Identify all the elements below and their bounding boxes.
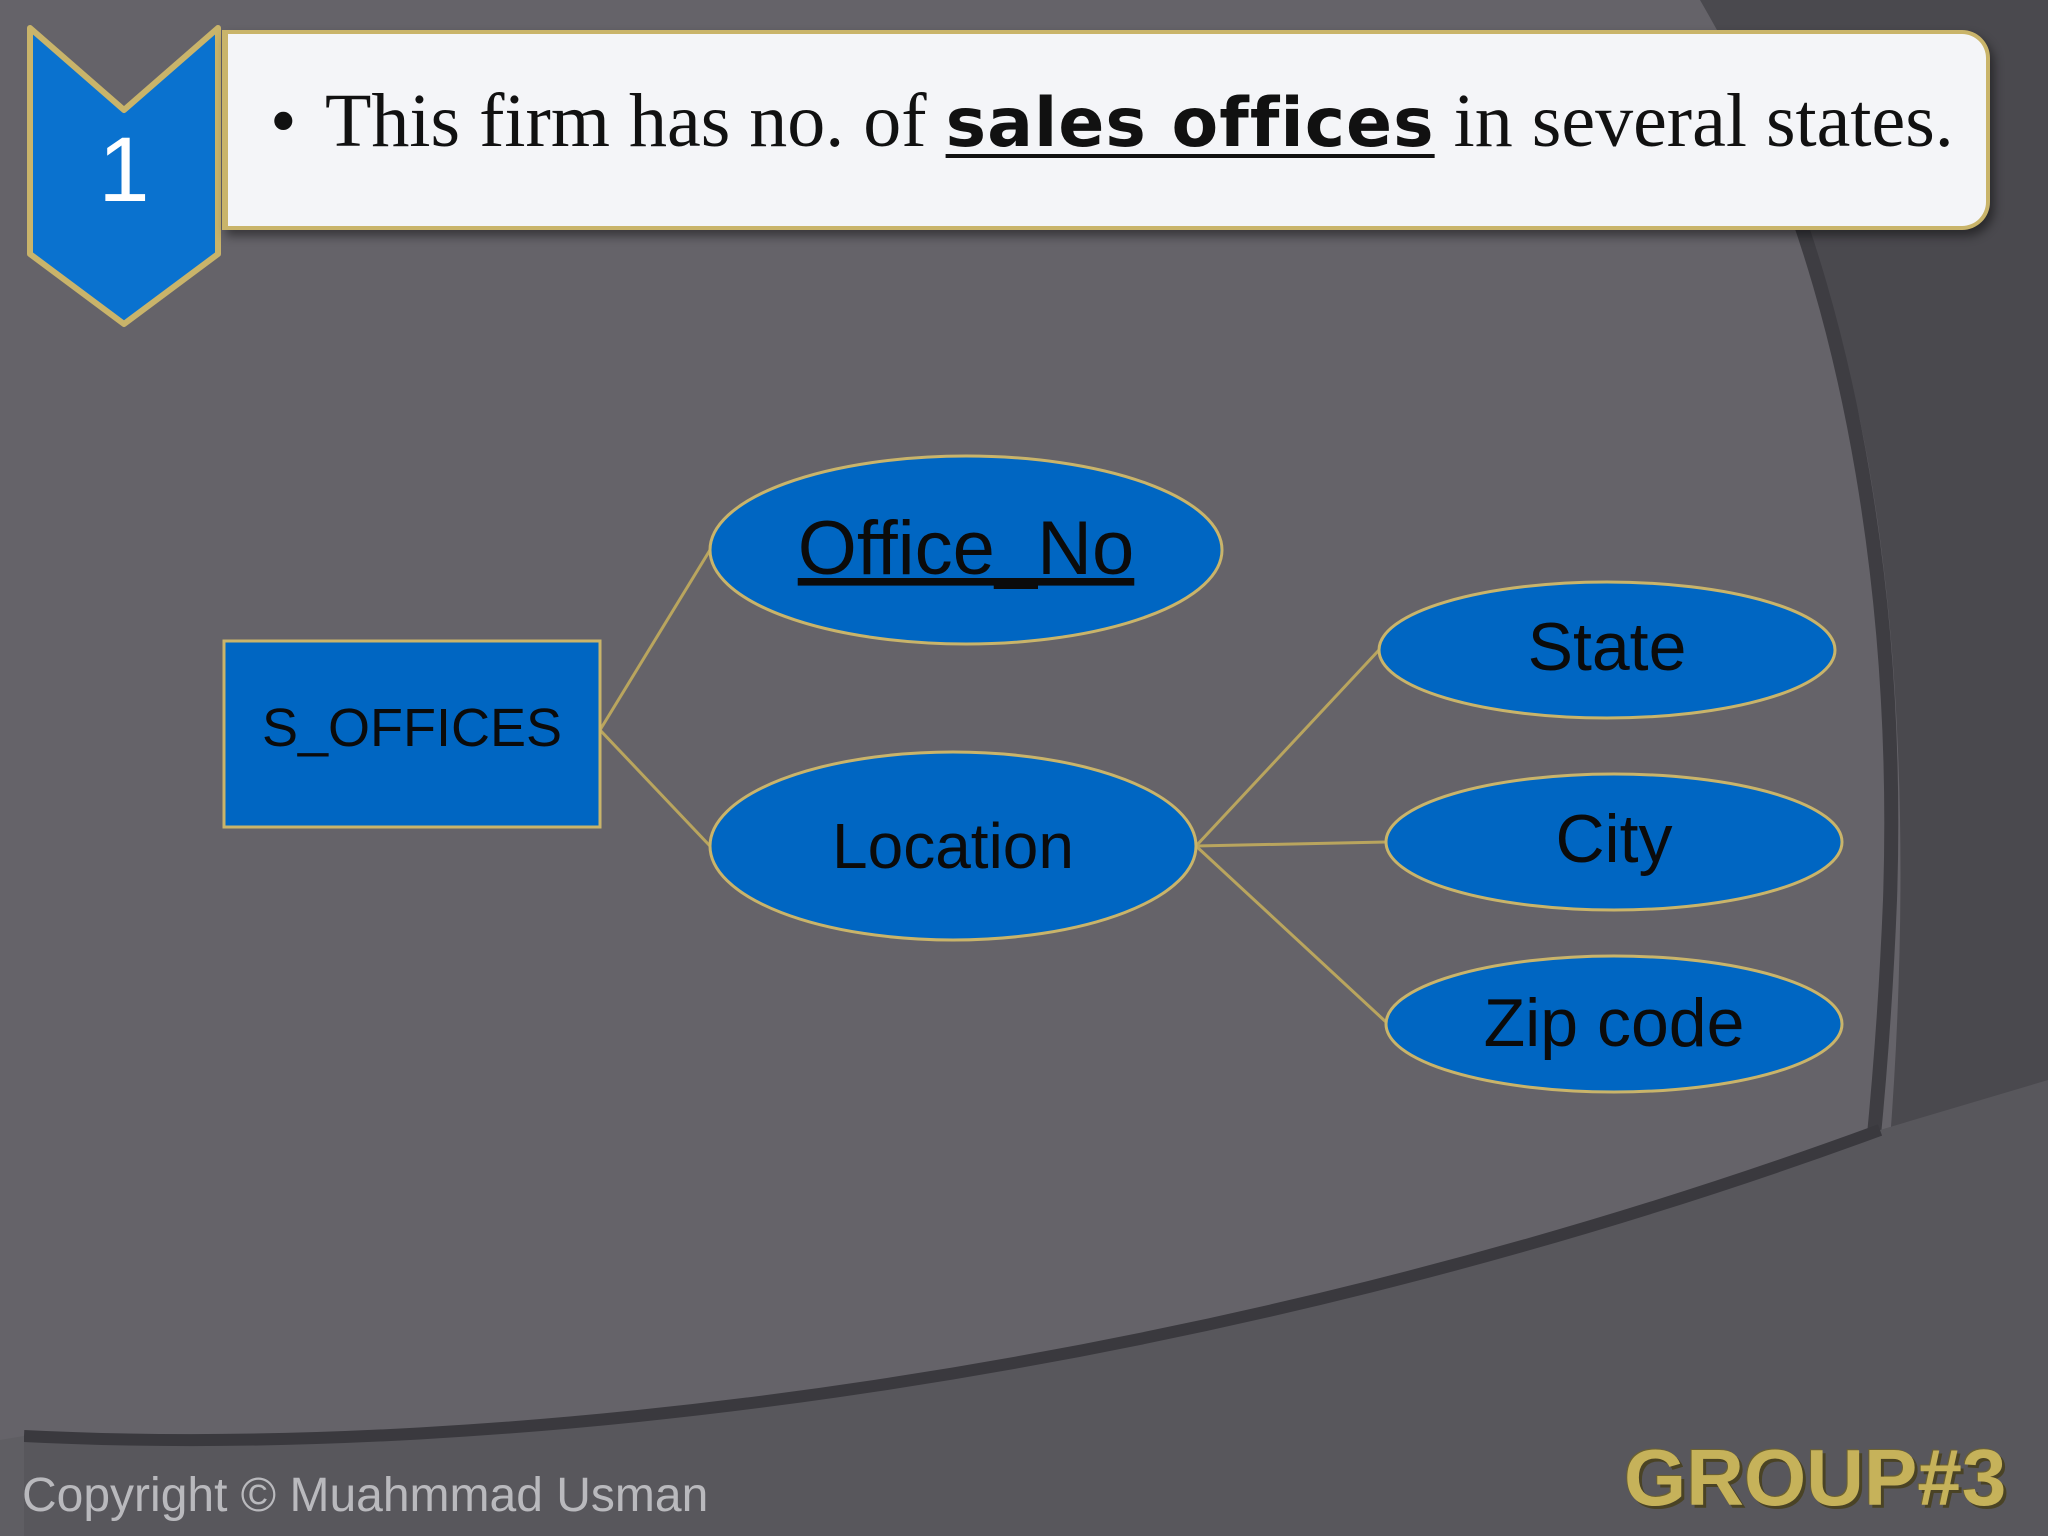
attr-zip-code [1384, 954, 1844, 1094]
connector-lines [598, 549, 1388, 1024]
attr-office-no-label: Office_No [798, 506, 1135, 591]
statement-text: This firm has no. of sales offices in se… [325, 78, 1954, 165]
bullet-glyph: • [270, 79, 297, 163]
statement-after: in several states. [1434, 79, 1954, 163]
entity-s-offices [222, 639, 602, 829]
attr-state-label: State [1528, 609, 1687, 685]
attr-location-label: Location [832, 810, 1074, 882]
attr-location [708, 750, 1198, 942]
attr-city-label: City [1555, 801, 1672, 877]
line-location-zip [1194, 844, 1388, 1024]
line-location-city [1195, 840, 1387, 848]
line-entity-location [598, 728, 712, 848]
group-label: GROUP#3 [1624, 1433, 2007, 1522]
statement-before: This firm has no. of [325, 79, 946, 163]
attr-zip-code-label: Zip code [1484, 985, 1745, 1061]
line-location-state [1194, 648, 1381, 848]
attr-office-no [708, 454, 1224, 646]
copyright-text: Copyright © Muahmmad Usman [22, 1469, 709, 1522]
step-badge [27, 25, 221, 327]
statement-highlight: sales offices [945, 84, 1435, 163]
step-number: 1 [98, 119, 150, 221]
attr-city [1384, 772, 1844, 912]
statement-banner [222, 30, 1990, 230]
line-entity-office-no [598, 549, 712, 731]
entity-label: S_OFFICES [262, 698, 562, 758]
attr-state [1377, 580, 1837, 720]
